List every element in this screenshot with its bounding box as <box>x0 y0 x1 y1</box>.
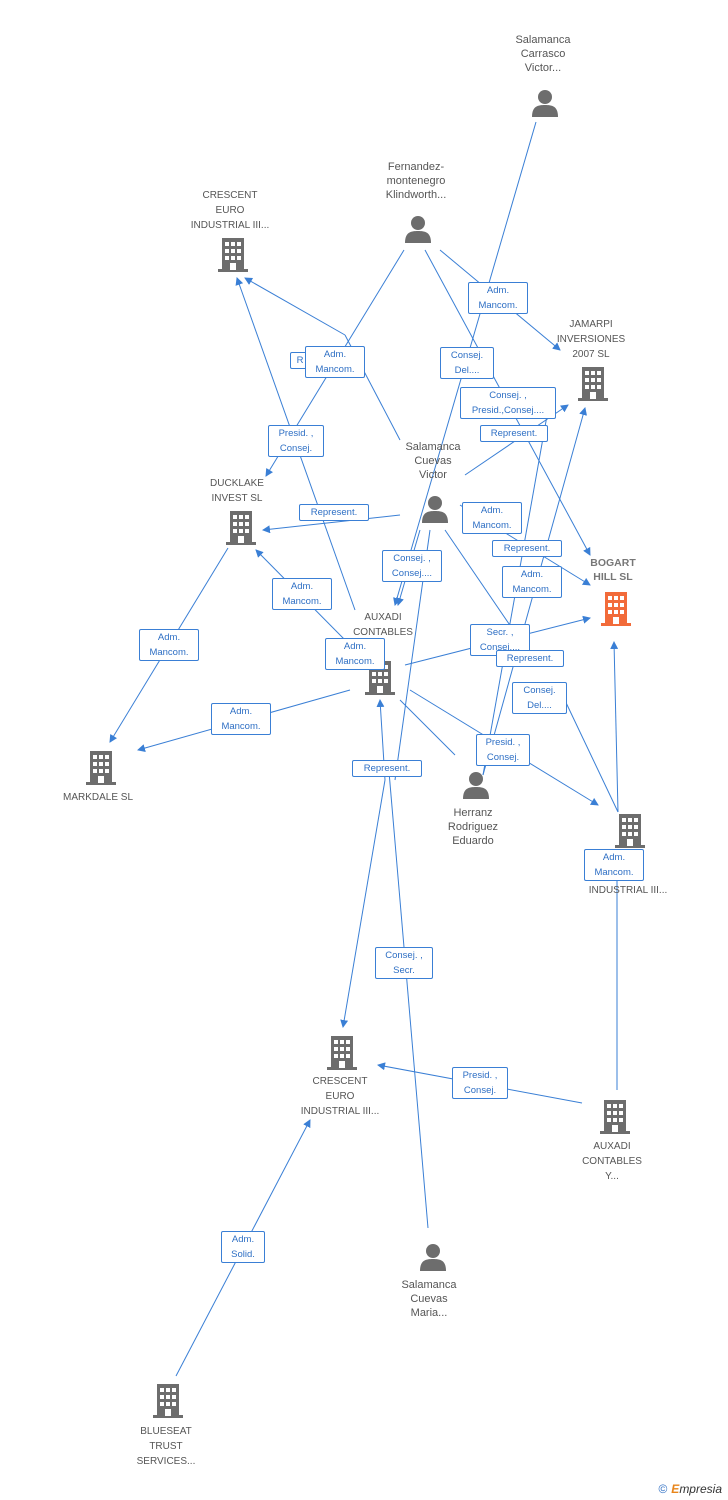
edge-label[interactable]: Presid. , Consej. <box>476 734 530 766</box>
edge-label[interactable]: Consej. , Presid.,Consej.... <box>460 387 556 419</box>
edge-label[interactable]: Adm. Mancom. <box>584 849 644 881</box>
person-icon <box>422 496 448 523</box>
edge-line <box>244 277 346 336</box>
node-label: BLUESEAT TRUST SERVICES... <box>136 1426 196 1467</box>
edge-lines <box>109 121 619 1377</box>
node-label: Fernandez- montenegro Klindworth... <box>385 161 447 201</box>
brand-watermark: ©Empresia <box>658 1482 722 1496</box>
node-label: Salamanca Cuevas Victor <box>405 441 461 481</box>
person-icon <box>420 1244 446 1271</box>
edge-label[interactable]: Represent. <box>352 760 422 777</box>
building-icon <box>578 367 608 401</box>
edge-label[interactable]: Represent. <box>496 650 564 667</box>
edge-label[interactable]: Represent. <box>492 540 562 557</box>
node-label: INDUSTRIAL III... <box>588 885 668 896</box>
edge-line <box>444 529 521 641</box>
copyright-symbol: © <box>658 1482 668 1496</box>
edge-label[interactable]: Adm. Mancom. <box>468 282 528 314</box>
edge-label[interactable]: Adm. Mancom. <box>325 638 385 670</box>
building-icon <box>86 751 116 785</box>
edge-label[interactable]: Presid. , Consej. <box>268 425 324 457</box>
building-icon <box>218 238 248 272</box>
building-icon <box>226 511 256 545</box>
edge-label[interactable]: Represent. <box>480 425 548 442</box>
node-label: Salamanca Cuevas Maria... <box>401 1279 457 1319</box>
edge-line <box>610 641 619 813</box>
brand-initial: E <box>671 1482 680 1496</box>
building-icon <box>600 1100 630 1134</box>
node-label: Salamanca Carrasco Victor... <box>515 34 571 74</box>
edge-label[interactable]: Consej. , Secr. <box>375 947 433 979</box>
edge-label[interactable]: Represent. <box>299 504 369 521</box>
node-label: BOGART HILL SL <box>590 557 636 583</box>
building-icon <box>615 814 645 848</box>
brand-name: mpresia <box>679 1482 722 1496</box>
edge-label[interactable]: Consej. Del.... <box>440 347 494 379</box>
edge-line <box>387 759 429 1229</box>
edge-line <box>262 514 401 534</box>
node-label: JAMARPI INVERSIONES 2007 SL <box>556 319 626 360</box>
person-icon <box>463 772 489 799</box>
edge-label[interactable]: Adm. Solid. <box>221 1231 265 1263</box>
edge-label[interactable]: Presid. , Consej. <box>452 1067 508 1099</box>
edge-label[interactable]: Adm. Mancom. <box>305 346 365 378</box>
edge-label[interactable]: Adm. Mancom. <box>272 578 332 610</box>
node-label: CRESCENT EURO INDUSTRIAL III... <box>190 190 270 231</box>
node-label: MARKDALE SL <box>62 792 134 803</box>
person-icon <box>532 90 558 117</box>
edge-label[interactable]: Adm. Mancom. <box>502 566 562 598</box>
building-icon <box>327 1036 357 1070</box>
edge-line <box>340 779 386 1028</box>
edge-line <box>559 689 619 813</box>
node-label: Herranz Rodriguez Eduardo <box>447 807 499 847</box>
edge-line <box>399 699 456 756</box>
node-label: AUXADI CONTABLES <box>353 612 413 638</box>
building-icon <box>153 1384 183 1418</box>
node-label: CRESCENT EURO INDUSTRIAL III... <box>300 1076 380 1117</box>
edge-label[interactable]: Adm. Mancom. <box>211 703 271 735</box>
person-icon <box>405 216 431 243</box>
node-label: DUCKLAKE INVEST SL <box>210 478 264 504</box>
edge-label[interactable]: Consej. Del.... <box>512 682 567 714</box>
edge-label[interactable]: Adm. Mancom. <box>462 502 522 534</box>
node-label: AUXADI CONTABLES Y... <box>582 1141 642 1182</box>
building-icon <box>601 592 631 626</box>
edge-label[interactable]: Adm. Mancom. <box>139 629 199 661</box>
edge-label[interactable]: Consej. , Consej.... <box>382 550 442 582</box>
